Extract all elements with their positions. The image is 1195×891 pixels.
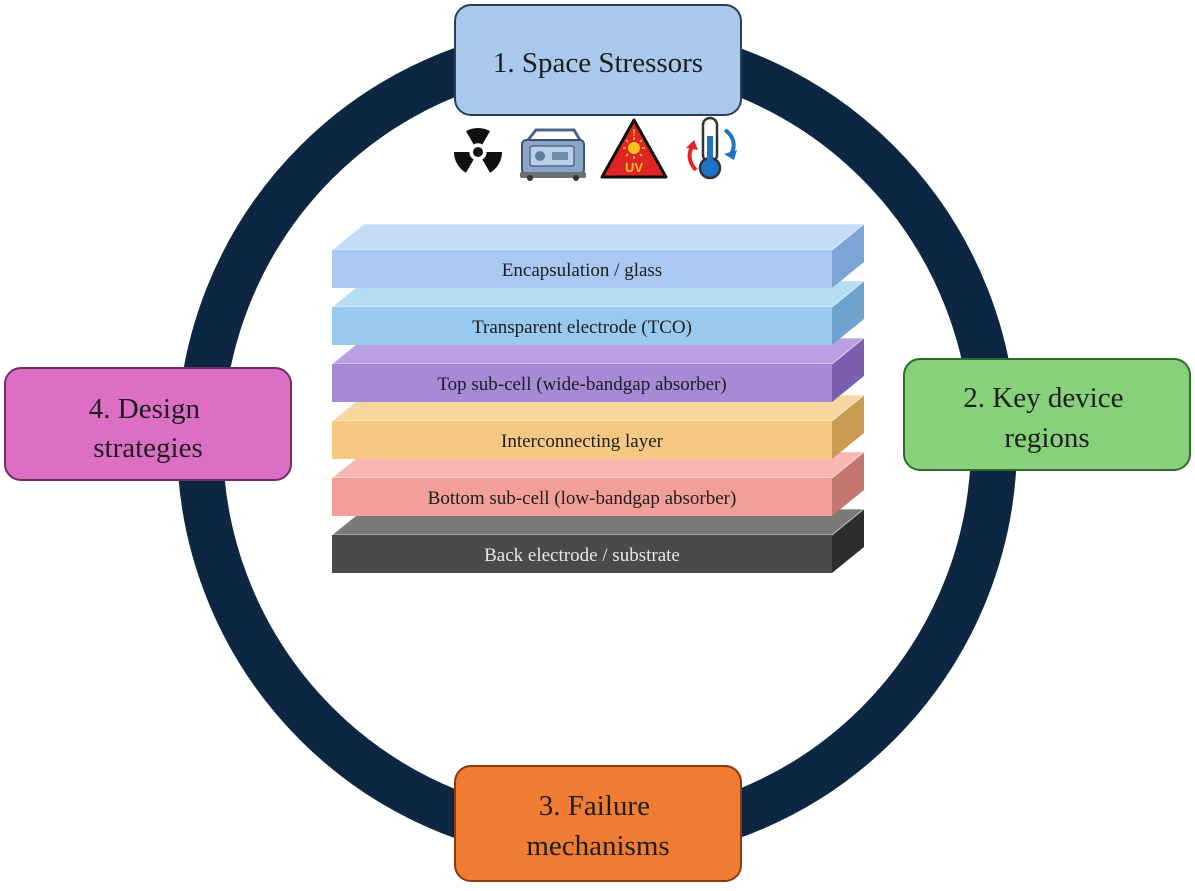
- sun-icon: [623, 137, 645, 159]
- stage-label-design-strategies: 4. Design strategies: [89, 393, 207, 464]
- vacuum-pump-icon: [520, 128, 586, 181]
- layer-front-face: [332, 535, 832, 573]
- layer-front-face: [332, 364, 832, 402]
- uv-warning-mark: !: [632, 128, 635, 139]
- layer-label: Encapsulation / glass: [502, 260, 662, 281]
- layer-back-electrode: Back electrode / substrate: [330, 508, 866, 573]
- layer-side-face: [832, 224, 864, 288]
- layer-front-face: [332, 421, 832, 459]
- stage-label-key-device-regions: 2. Key device regions: [963, 382, 1131, 454]
- uv-warning-icon: ! UV: [600, 118, 668, 179]
- stage-box-space-stressors: 1. Space Stressors: [454, 4, 742, 116]
- layer-interconnecting: Interconnecting layer: [330, 394, 866, 459]
- layer-label: Back electrode / substrate: [484, 545, 680, 566]
- stage-box-key-device-regions: 2. Key device regions: [903, 358, 1191, 471]
- uv-label: UV: [625, 160, 643, 175]
- stressor-icons: ! UV: [453, 116, 737, 181]
- stage-box-failure-mechanisms: 3. Failure mechanisms: [454, 765, 742, 882]
- layer-front-face: [332, 307, 832, 345]
- layer-side-face: [832, 395, 864, 459]
- layer-side-face: [832, 452, 864, 516]
- layer-front-face: [332, 478, 832, 516]
- layer-side-face: [832, 338, 864, 402]
- thermal-cycling-icon: [686, 116, 737, 180]
- layer-label: Bottom sub-cell (low-bandgap absorber): [428, 488, 737, 509]
- layer-top-sub-cell: Top sub-cell (wide-bandgap absorber): [330, 337, 866, 402]
- stage-label-space-stressors: 1. Space Stressors: [493, 47, 703, 79]
- layer-label: Top sub-cell (wide-bandgap absorber): [437, 374, 726, 395]
- layer-front-face: [332, 250, 832, 288]
- layer-bottom-sub-cell: Bottom sub-cell (low-bandgap absorber): [330, 451, 866, 516]
- radiation-icon: [453, 128, 503, 173]
- layer-side-face: [832, 281, 864, 345]
- layer-label: Transparent electrode (TCO): [472, 317, 692, 338]
- layer-encapsulation-glass: Encapsulation / glass: [330, 223, 866, 288]
- layer-top-face: [330, 223, 866, 251]
- layer-stack: Back electrode / substrate Bottom sub-cel…: [330, 223, 866, 573]
- layer-side-face: [832, 509, 864, 573]
- layer-label: Interconnecting layer: [501, 431, 664, 452]
- stage-box-design-strategies: 4. Design strategies: [4, 367, 292, 481]
- layer-transparent-electrode: Transparent electrode (TCO): [330, 280, 866, 345]
- stage-label-failure-mechanisms: 3. Failure mechanisms: [526, 790, 669, 862]
